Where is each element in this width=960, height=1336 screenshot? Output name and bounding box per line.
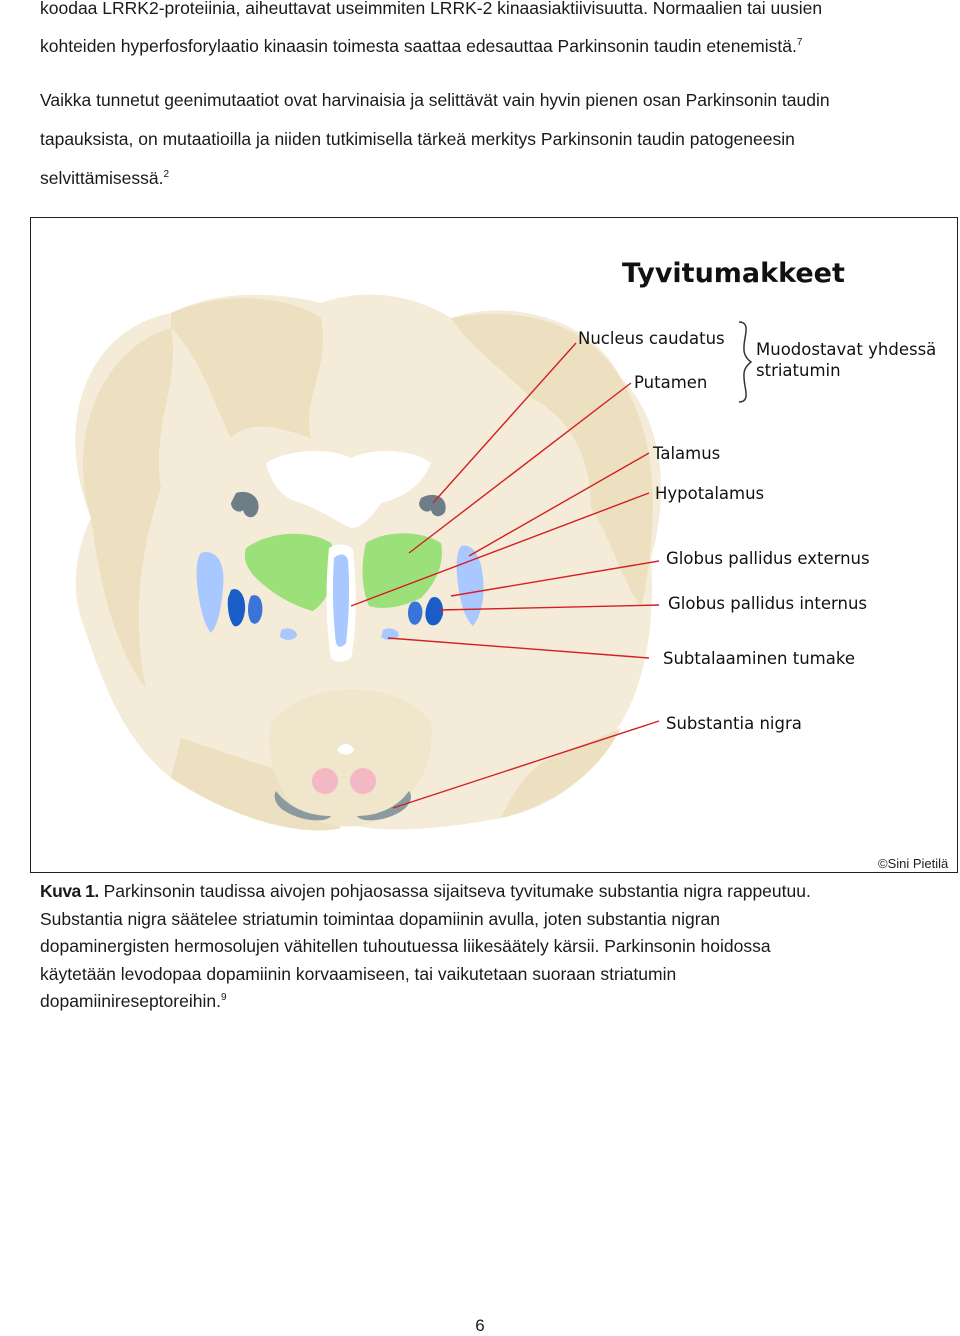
brainstem [269, 689, 432, 827]
label-hypotalamus: Hypotalamus [655, 484, 764, 503]
ventricle [266, 451, 431, 528]
gyri-bottom-right [501, 728, 621, 818]
red-nucleus-left [312, 768, 338, 794]
caption-line-4: käytetään levodopaa dopamiinin korvaamis… [40, 963, 677, 984]
brain-illustration: Tyvitumakkeet Nucleus caudatus Putamen M… [75, 258, 936, 831]
second-reference: 2 [163, 169, 170, 180]
gp-internus-left [227, 589, 246, 627]
leader-putamen [408, 382, 632, 554]
intro-reference: 7 [796, 37, 803, 48]
caption-label: Kuva 1. [40, 881, 99, 901]
caption-reference: 9 [220, 992, 227, 1003]
putamen-left [244, 533, 336, 611]
subthalamic-right [381, 628, 399, 640]
gp-externus-right [456, 545, 484, 626]
leader-talamus [468, 452, 650, 557]
second-paragraph: Vaikka tunnetut geenimutaatiot ovat harv… [40, 90, 930, 207]
page-number: 6 [475, 1316, 485, 1335]
caption-line-5: dopamiinireseptoreihin.9 [40, 990, 930, 1018]
label-nucleus-caudatus: Nucleus caudatus [578, 329, 725, 348]
midline-ventricle [332, 554, 350, 647]
substantia-nigra-right [357, 791, 411, 821]
leader-substantia-nigra [392, 720, 660, 809]
red-nucleus-right [350, 768, 376, 794]
figure-caption: Kuva 1. Parkinsonin taudissa aivojen poh… [40, 880, 930, 1018]
figure-title: Tyvitumakkeet [622, 258, 845, 289]
gp-internus-left-2 [248, 595, 263, 624]
putamen-right [362, 533, 442, 608]
label-striatum-note-1: Muodostavat yhdessä [756, 340, 936, 359]
gyri-right [451, 313, 653, 608]
label-gp-externus: Globus pallidus externus [666, 549, 870, 568]
leader-subthalamic [387, 637, 650, 659]
leader-gp-internus [438, 604, 660, 611]
label-subthalamic: Subtalaaminen tumake [663, 649, 855, 668]
label-substantia-nigra: Substantia nigra [666, 714, 802, 733]
gp-externus-left [196, 552, 224, 633]
second-line-2: tapauksista, on mutaatioilla ja niiden t… [40, 129, 795, 149]
caption-line-3: dopaminergisten hermosolujen vähitellen … [40, 936, 771, 956]
label-striatum-note-2: striatumin [756, 361, 841, 380]
caption-line-2: Substantia nigra säätelee striatumin toi… [40, 908, 720, 929]
intro-line-1: koodaa LRRK2-proteiinia, aiheuttavat use… [40, 0, 823, 18]
second-line-3-text: selvittämisessä. [40, 168, 164, 188]
intro-line-2-text: kohteiden hyperfosforylaatio kinaasin to… [40, 36, 797, 56]
second-line-1: Vaikka tunnetut geenimutaatiot ovat harv… [40, 90, 830, 110]
aqueduct [337, 744, 354, 755]
leader-caudatus [432, 342, 577, 504]
subthalamic-left [280, 628, 297, 640]
gyri-top [171, 298, 324, 438]
figure-copyright: ©Sini Pietilä [878, 856, 949, 871]
leader-lines [350, 342, 660, 809]
intro-paragraph: koodaa LRRK2-proteiinia, aiheuttavat use… [40, 0, 930, 74]
nucleus-caudatus-right [419, 494, 446, 517]
gp-internus-right-2 [408, 601, 423, 625]
label-talamus: Talamus [652, 444, 720, 463]
leader-gp-externus [450, 560, 660, 597]
label-putamen: Putamen [634, 373, 707, 392]
nucleus-caudatus-left [231, 491, 259, 518]
caption-line-1: Kuva 1. Parkinsonin taudissa aivojen poh… [40, 880, 930, 908]
gp-internus-right [425, 596, 444, 626]
label-gp-internus: Globus pallidus internus [668, 594, 867, 613]
second-line-3: selvittämisessä.2 [40, 168, 930, 207]
caption-first-line-text: Parkinsonin taudissa aivojen pohjaosassa… [98, 881, 811, 901]
substantia-nigra-left [274, 791, 331, 821]
caption-line-5-text: dopamiinireseptoreihin. [40, 991, 221, 1011]
intro-line-2: kohteiden hyperfosforylaatio kinaasin to… [40, 36, 930, 74]
gyri-left [82, 328, 174, 688]
striatum-brace [738, 321, 753, 403]
leader-hypotalamus [350, 492, 650, 607]
basal-ganglia-figure: Tyvitumakkeet Nucleus caudatus Putamen M… [30, 217, 958, 873]
